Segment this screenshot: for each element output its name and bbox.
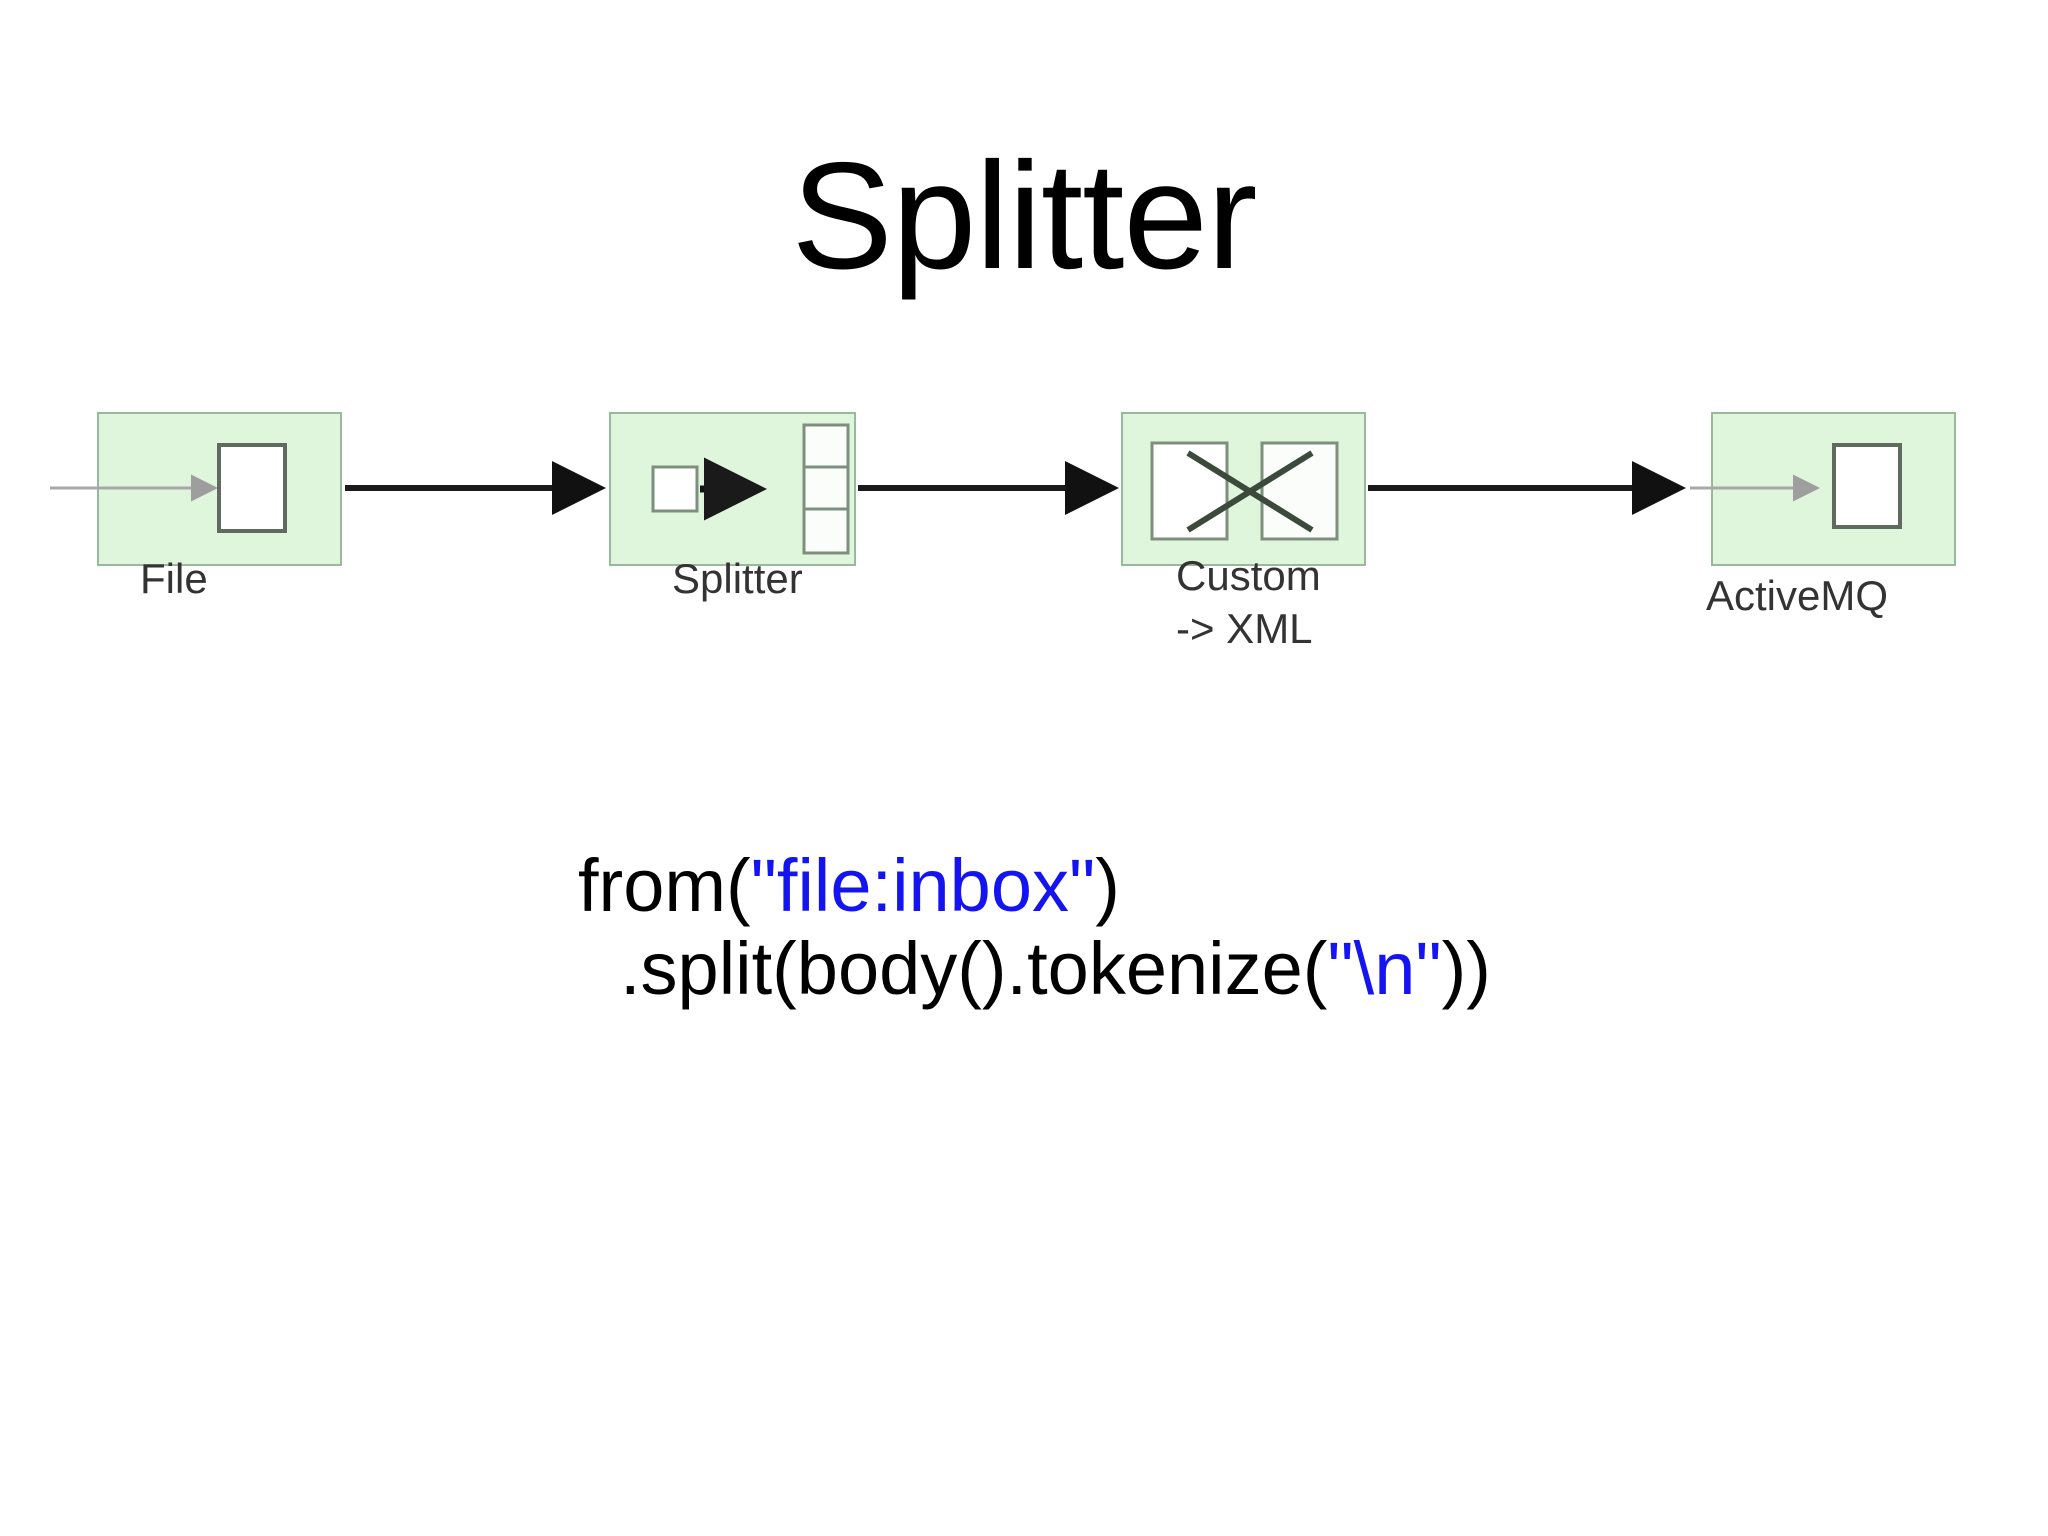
splitter-input-message-icon xyxy=(651,465,699,513)
node-activemq[interactable] xyxy=(1690,412,1956,566)
splitter-output-message-icon-2 xyxy=(802,465,850,513)
splitter-output-message-icon-3 xyxy=(802,507,850,555)
pipeline-diagram: File Splitter Custom -> XML ActiveMQ xyxy=(0,395,2048,715)
queue-endpoint-icon xyxy=(1832,443,1902,529)
node-label-custom-target: -> XML xyxy=(1176,605,1313,652)
code-line-2-string: "\n" xyxy=(1327,926,1442,1010)
code-line-1-pre: from( xyxy=(578,844,751,927)
code-line-1-string: "file:inbox" xyxy=(750,844,1096,927)
code-line-2: .split(body().tokenize("\n")) xyxy=(0,926,2048,1011)
node-label-custom: Custom xyxy=(1176,552,1321,599)
file-endpoint-icon xyxy=(217,443,287,533)
node-custom-xml[interactable] xyxy=(1121,412,1366,566)
node-label-activemq: ActiveMQ xyxy=(1706,572,1888,619)
node-label-file: File xyxy=(140,555,208,602)
code-line-1-post: ) xyxy=(1095,844,1120,927)
node-file[interactable] xyxy=(50,412,342,566)
code-snippet: from("file:inbox") .split(body().tokeniz… xyxy=(0,844,2048,1011)
node-label-splitter: Splitter xyxy=(672,555,803,602)
node-splitter[interactable] xyxy=(609,412,856,566)
code-line-2-pre: .split(body().tokenize( xyxy=(620,926,1328,1010)
code-line-2-post: )) xyxy=(1441,926,1491,1010)
transform-left-box-icon xyxy=(1150,441,1229,541)
code-line-1: from("file:inbox") xyxy=(0,844,2048,928)
transform-cross-icon xyxy=(1186,450,1314,533)
splitter-output-message-icon-1 xyxy=(802,423,850,471)
page-title: Splitter xyxy=(791,131,1257,301)
